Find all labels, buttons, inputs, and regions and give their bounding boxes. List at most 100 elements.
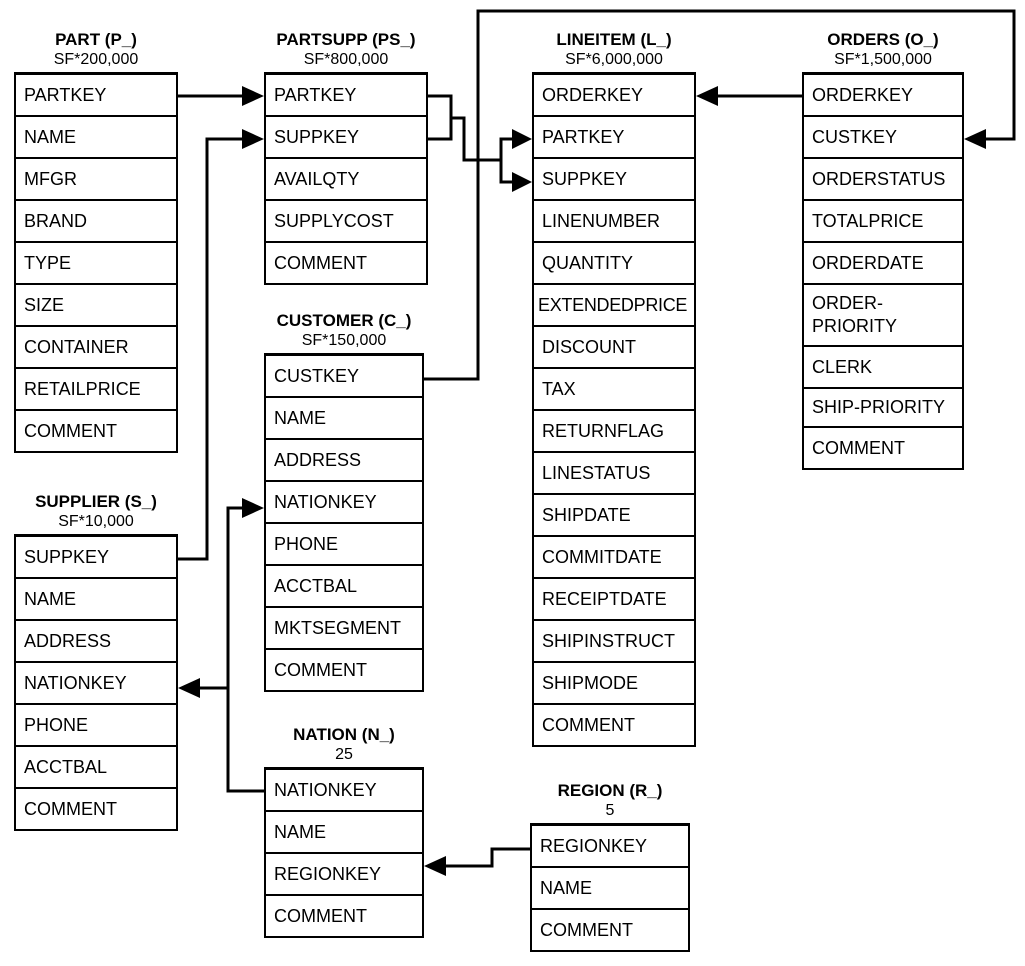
entity-lineitem-box: ORDERKEY PARTKEY SUPPKEY LINENUMBER QUAN… bbox=[532, 72, 696, 747]
field-nation-nationkey: NATIONKEY bbox=[266, 770, 422, 812]
field-region-name: NAME bbox=[532, 868, 688, 910]
entity-nation-box: NATIONKEY NAME REGIONKEY COMMENT bbox=[264, 767, 424, 938]
field-lineitem-extendedprice: EXTENDEDPRICE bbox=[534, 285, 694, 327]
field-part-name: NAME bbox=[16, 117, 176, 159]
field-partsupp-comment: COMMENT bbox=[266, 243, 426, 283]
field-orders-comment: COMMENT bbox=[804, 428, 962, 468]
field-part-comment: COMMENT bbox=[16, 411, 176, 451]
field-partsupp-partkey: PARTKEY bbox=[266, 75, 426, 117]
entity-orders: ORDERS (O_) SF*1,500,000 ORDERKEY CUSTKE… bbox=[802, 30, 964, 470]
entity-partsupp-title: PARTSUPP (PS_) bbox=[276, 30, 416, 49]
entity-region-box: REGIONKEY NAME COMMENT bbox=[530, 823, 690, 952]
entity-lineitem-title: LINEITEM (L_) bbox=[556, 30, 672, 49]
entity-customer-title: CUSTOMER (C_) bbox=[276, 311, 412, 330]
field-nation-regionkey: REGIONKEY bbox=[266, 854, 422, 896]
field-supplier-acctbal: ACCTBAL bbox=[16, 747, 176, 789]
field-supplier-comment: COMMENT bbox=[16, 789, 176, 829]
field-orders-orderpriority: ORDER-PRIORITY bbox=[804, 285, 962, 347]
entity-nation-title: NATION (N_) bbox=[293, 725, 395, 744]
field-nation-name: NAME bbox=[266, 812, 422, 854]
field-lineitem-tax: TAX bbox=[534, 369, 694, 411]
field-partsupp-availqty: AVAILQTY bbox=[266, 159, 426, 201]
entity-partsupp: PARTSUPP (PS_) SF*800,000 PARTKEY SUPPKE… bbox=[264, 30, 428, 285]
link-supplier-to-partsupp bbox=[178, 129, 264, 561]
field-supplier-address: ADDRESS bbox=[16, 621, 176, 663]
entity-supplier: SUPPLIER (S_) SF*10,000 SUPPKEY NAME ADD… bbox=[14, 492, 178, 831]
link-region-to-nation bbox=[424, 847, 530, 876]
field-orders-shippriority: SHIP-PRIORITY bbox=[804, 389, 962, 428]
field-lineitem-suppkey: SUPPKEY bbox=[534, 159, 694, 201]
field-region-comment: COMMENT bbox=[532, 910, 688, 950]
field-lineitem-returnflag: RETURNFLAG bbox=[534, 411, 694, 453]
entity-part-title: PART (P_) bbox=[55, 30, 137, 49]
entity-supplier-title: SUPPLIER (S_) bbox=[35, 492, 157, 511]
field-part-container: CONTAINER bbox=[16, 327, 176, 369]
entity-lineitem: LINEITEM (L_) SF*6,000,000 ORDERKEY PART… bbox=[532, 30, 696, 747]
field-supplier-suppkey: SUPPKEY bbox=[16, 537, 176, 579]
field-lineitem-shipmode: SHIPMODE bbox=[534, 663, 694, 705]
field-lineitem-linenumber: LINENUMBER bbox=[534, 201, 694, 243]
entity-lineitem-cardinality: SF*6,000,000 bbox=[565, 51, 663, 68]
field-partsupp-supplycost: SUPPLYCOST bbox=[266, 201, 426, 243]
field-customer-comment: COMMENT bbox=[266, 650, 422, 690]
field-lineitem-shipdate: SHIPDATE bbox=[534, 495, 694, 537]
link-part-to-partsupp bbox=[178, 86, 264, 106]
entity-customer-cardinality: SF*150,000 bbox=[301, 332, 387, 349]
entity-supplier-cardinality: SF*10,000 bbox=[58, 513, 134, 530]
field-customer-phone: PHONE bbox=[266, 524, 422, 566]
field-customer-nationkey: NATIONKEY bbox=[266, 482, 422, 524]
link-partsupp-to-lineitem bbox=[428, 94, 532, 192]
entity-nation: NATION (N_) 25 NATIONKEY NAME REGIONKEY … bbox=[264, 725, 424, 938]
field-lineitem-discount: DISCOUNT bbox=[534, 327, 694, 369]
field-lineitem-shipinstruct: SHIPINSTRUCT bbox=[534, 621, 694, 663]
field-nation-comment: COMMENT bbox=[266, 896, 422, 936]
field-orders-custkey: CUSTKEY bbox=[804, 117, 962, 159]
field-lineitem-comment: COMMENT bbox=[534, 705, 694, 745]
field-lineitem-linestatus: LINESTATUS bbox=[534, 453, 694, 495]
field-lineitem-orderkey: ORDERKEY bbox=[534, 75, 694, 117]
field-customer-address: ADDRESS bbox=[266, 440, 422, 482]
entity-orders-box: ORDERKEY CUSTKEY ORDERSTATUS TOTALPRICE … bbox=[802, 72, 964, 470]
entity-orders-title: ORDERS (O_) bbox=[827, 30, 939, 49]
entity-supplier-box: SUPPKEY NAME ADDRESS NATIONKEY PHONE ACC… bbox=[14, 534, 178, 831]
link-nation-to-supplier bbox=[178, 678, 228, 698]
entity-region-title: REGION (R_) bbox=[557, 781, 663, 800]
field-customer-custkey: CUSTKEY bbox=[266, 356, 422, 398]
field-supplier-phone: PHONE bbox=[16, 705, 176, 747]
link-nation-to-customer bbox=[226, 498, 264, 793]
entity-part-box: PARTKEY NAME MFGR BRAND TYPE SIZE CONTAI… bbox=[14, 72, 178, 453]
field-lineitem-commitdate: COMMITDATE bbox=[534, 537, 694, 579]
field-orders-orderdate: ORDERDATE bbox=[804, 243, 962, 285]
entity-customer-box: CUSTKEY NAME ADDRESS NATIONKEY PHONE ACC… bbox=[264, 353, 424, 692]
field-region-regionkey: REGIONKEY bbox=[532, 826, 688, 868]
field-orders-clerk: CLERK bbox=[804, 347, 962, 389]
field-part-retailprice: RETAILPRICE bbox=[16, 369, 176, 411]
field-partsupp-suppkey: SUPPKEY bbox=[266, 117, 426, 159]
field-part-brand: BRAND bbox=[16, 201, 176, 243]
entity-part-cardinality: SF*200,000 bbox=[53, 51, 139, 68]
field-customer-mktsegment: MKTSEGMENT bbox=[266, 608, 422, 650]
entity-partsupp-box: PARTKEY SUPPKEY AVAILQTY SUPPLYCOST COMM… bbox=[264, 72, 428, 285]
field-supplier-name: NAME bbox=[16, 579, 176, 621]
field-part-partkey: PARTKEY bbox=[16, 75, 176, 117]
entity-orders-cardinality: SF*1,500,000 bbox=[834, 51, 932, 68]
field-customer-acctbal: ACCTBAL bbox=[266, 566, 422, 608]
link-orders-to-lineitem bbox=[696, 86, 802, 106]
field-part-size: SIZE bbox=[16, 285, 176, 327]
field-supplier-nationkey: NATIONKEY bbox=[16, 663, 176, 705]
entity-part: PART (P_) SF*200,000 PARTKEY NAME MFGR B… bbox=[14, 30, 178, 453]
entity-region-cardinality: 5 bbox=[605, 802, 615, 819]
field-orders-totalprice: TOTALPRICE bbox=[804, 201, 962, 243]
entity-partsupp-cardinality: SF*800,000 bbox=[303, 51, 389, 68]
field-part-type: TYPE bbox=[16, 243, 176, 285]
entity-customer: CUSTOMER (C_) SF*150,000 CUSTKEY NAME AD… bbox=[264, 311, 424, 692]
field-lineitem-quantity: QUANTITY bbox=[534, 243, 694, 285]
field-part-mfgr: MFGR bbox=[16, 159, 176, 201]
field-orders-orderstatus: ORDERSTATUS bbox=[804, 159, 962, 201]
field-orders-orderkey: ORDERKEY bbox=[804, 75, 962, 117]
field-lineitem-receiptdate: RECEIPTDATE bbox=[534, 579, 694, 621]
field-lineitem-partkey: PARTKEY bbox=[534, 117, 694, 159]
field-customer-name: NAME bbox=[266, 398, 422, 440]
entity-region: REGION (R_) 5 REGIONKEY NAME COMMENT bbox=[530, 781, 690, 952]
